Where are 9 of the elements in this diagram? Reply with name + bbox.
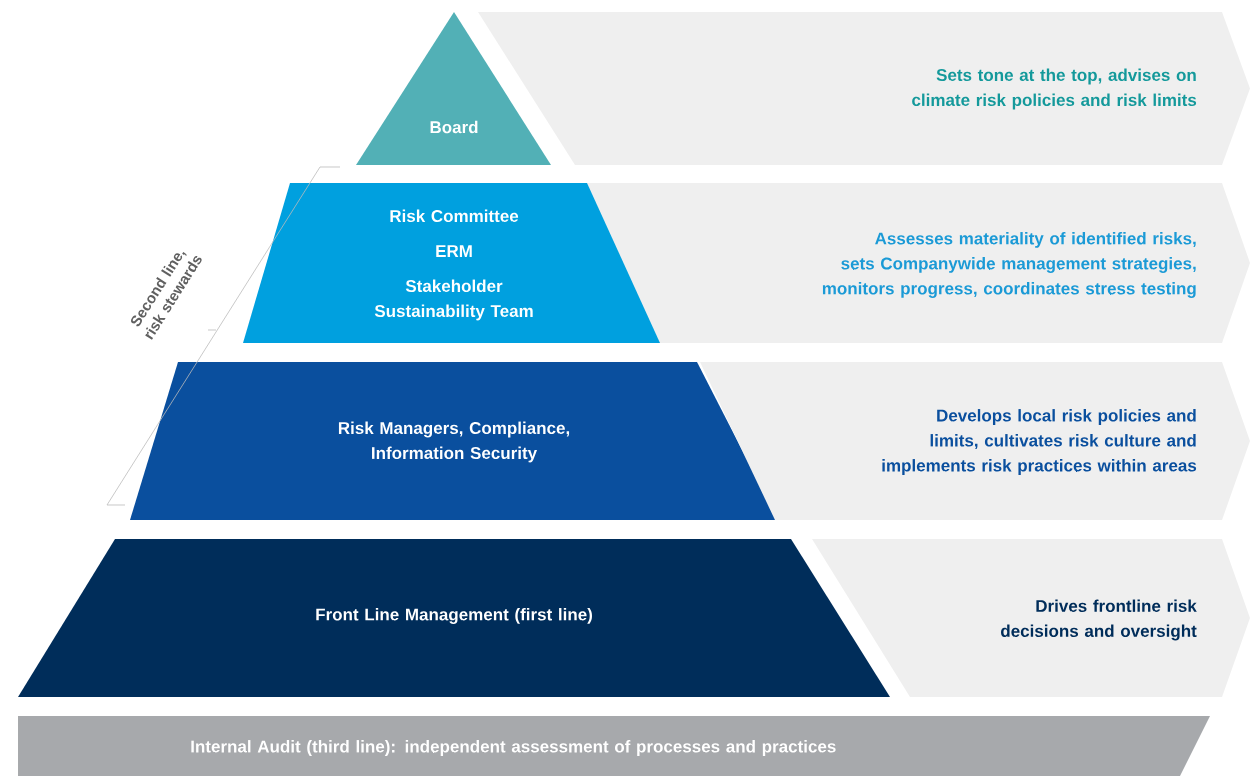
- description-panel: Assesses materiality of identified risks, sets Companywide management strategies, monitors progress, coordinates stress testing: [587, 183, 1250, 343]
- pyramid-band: Risk Committee ERM Stakeholder Sustainability Team: [243, 183, 665, 343]
- audit-bar: Internal Audit (third line): independent assessment of processes and practices: [18, 716, 1210, 776]
- pyramid-band: Risk Managers, Compliance, Information Security: [130, 362, 778, 520]
- description-panel: Develops local risk policies and limits, cultivates risk culture and implements risk practices within areas: [700, 362, 1250, 520]
- pyramid-triangle: Board: [356, 12, 551, 165]
- description-panel: Sets tone at the top, advises on climate risk policies and risk limits: [478, 12, 1250, 165]
- pyramid-band: Front Line Management (first line): [18, 539, 890, 697]
- description-panel: Drives frontline risk decisions and oversight: [812, 539, 1250, 697]
